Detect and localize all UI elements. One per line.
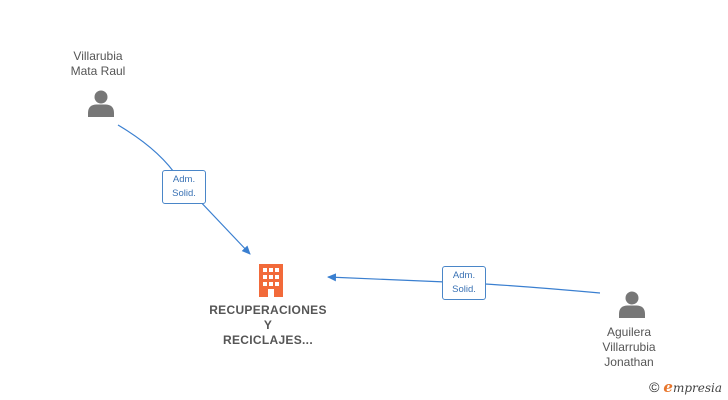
brand-logo-e: e <box>663 378 673 396</box>
edge-label-right[interactable]: Adm. Solid. <box>442 266 486 300</box>
company-name[interactable]: RECUPERACIONES Y RECICLAJES... <box>198 303 338 348</box>
edge-label-top-line1: Adm. <box>172 174 196 185</box>
brand-logo-rest: mpresia <box>672 381 722 395</box>
person-right-name-line1: Aguilera <box>606 325 652 339</box>
company-name-line2: Y <box>263 318 273 332</box>
company-name-line3: RECICLAJES... <box>223 333 313 347</box>
person-top-name-line1: Villarubia <box>73 49 123 63</box>
person-right-name[interactable]: Aguilera Villarrubia Jonathan <box>587 325 671 370</box>
person-top-name-line2: Mata Raul <box>70 64 126 78</box>
office-building-icon[interactable] <box>256 263 286 297</box>
person-silhouette-icon[interactable] <box>86 89 116 117</box>
person-right-name-line3: Jonathan <box>604 355 654 369</box>
person-silhouette-icon[interactable] <box>617 290 647 318</box>
edge-label-top[interactable]: Adm. Solid. <box>162 170 206 204</box>
person-top-name[interactable]: Villarubia Mata Raul <box>58 49 138 79</box>
edge-label-top-line2: Solid. <box>172 188 196 199</box>
company-name-line1: RECUPERACIONES <box>209 303 327 317</box>
edge-label-right-line1: Adm. <box>452 270 476 281</box>
person-right-name-line2: Villarrubia <box>602 340 656 354</box>
brand-logo: empresia <box>663 378 722 396</box>
edge-label-right-line2: Solid. <box>452 284 476 295</box>
brand-watermark[interactable]: © empresia <box>649 378 722 396</box>
copyright-icon: © <box>649 379 660 395</box>
